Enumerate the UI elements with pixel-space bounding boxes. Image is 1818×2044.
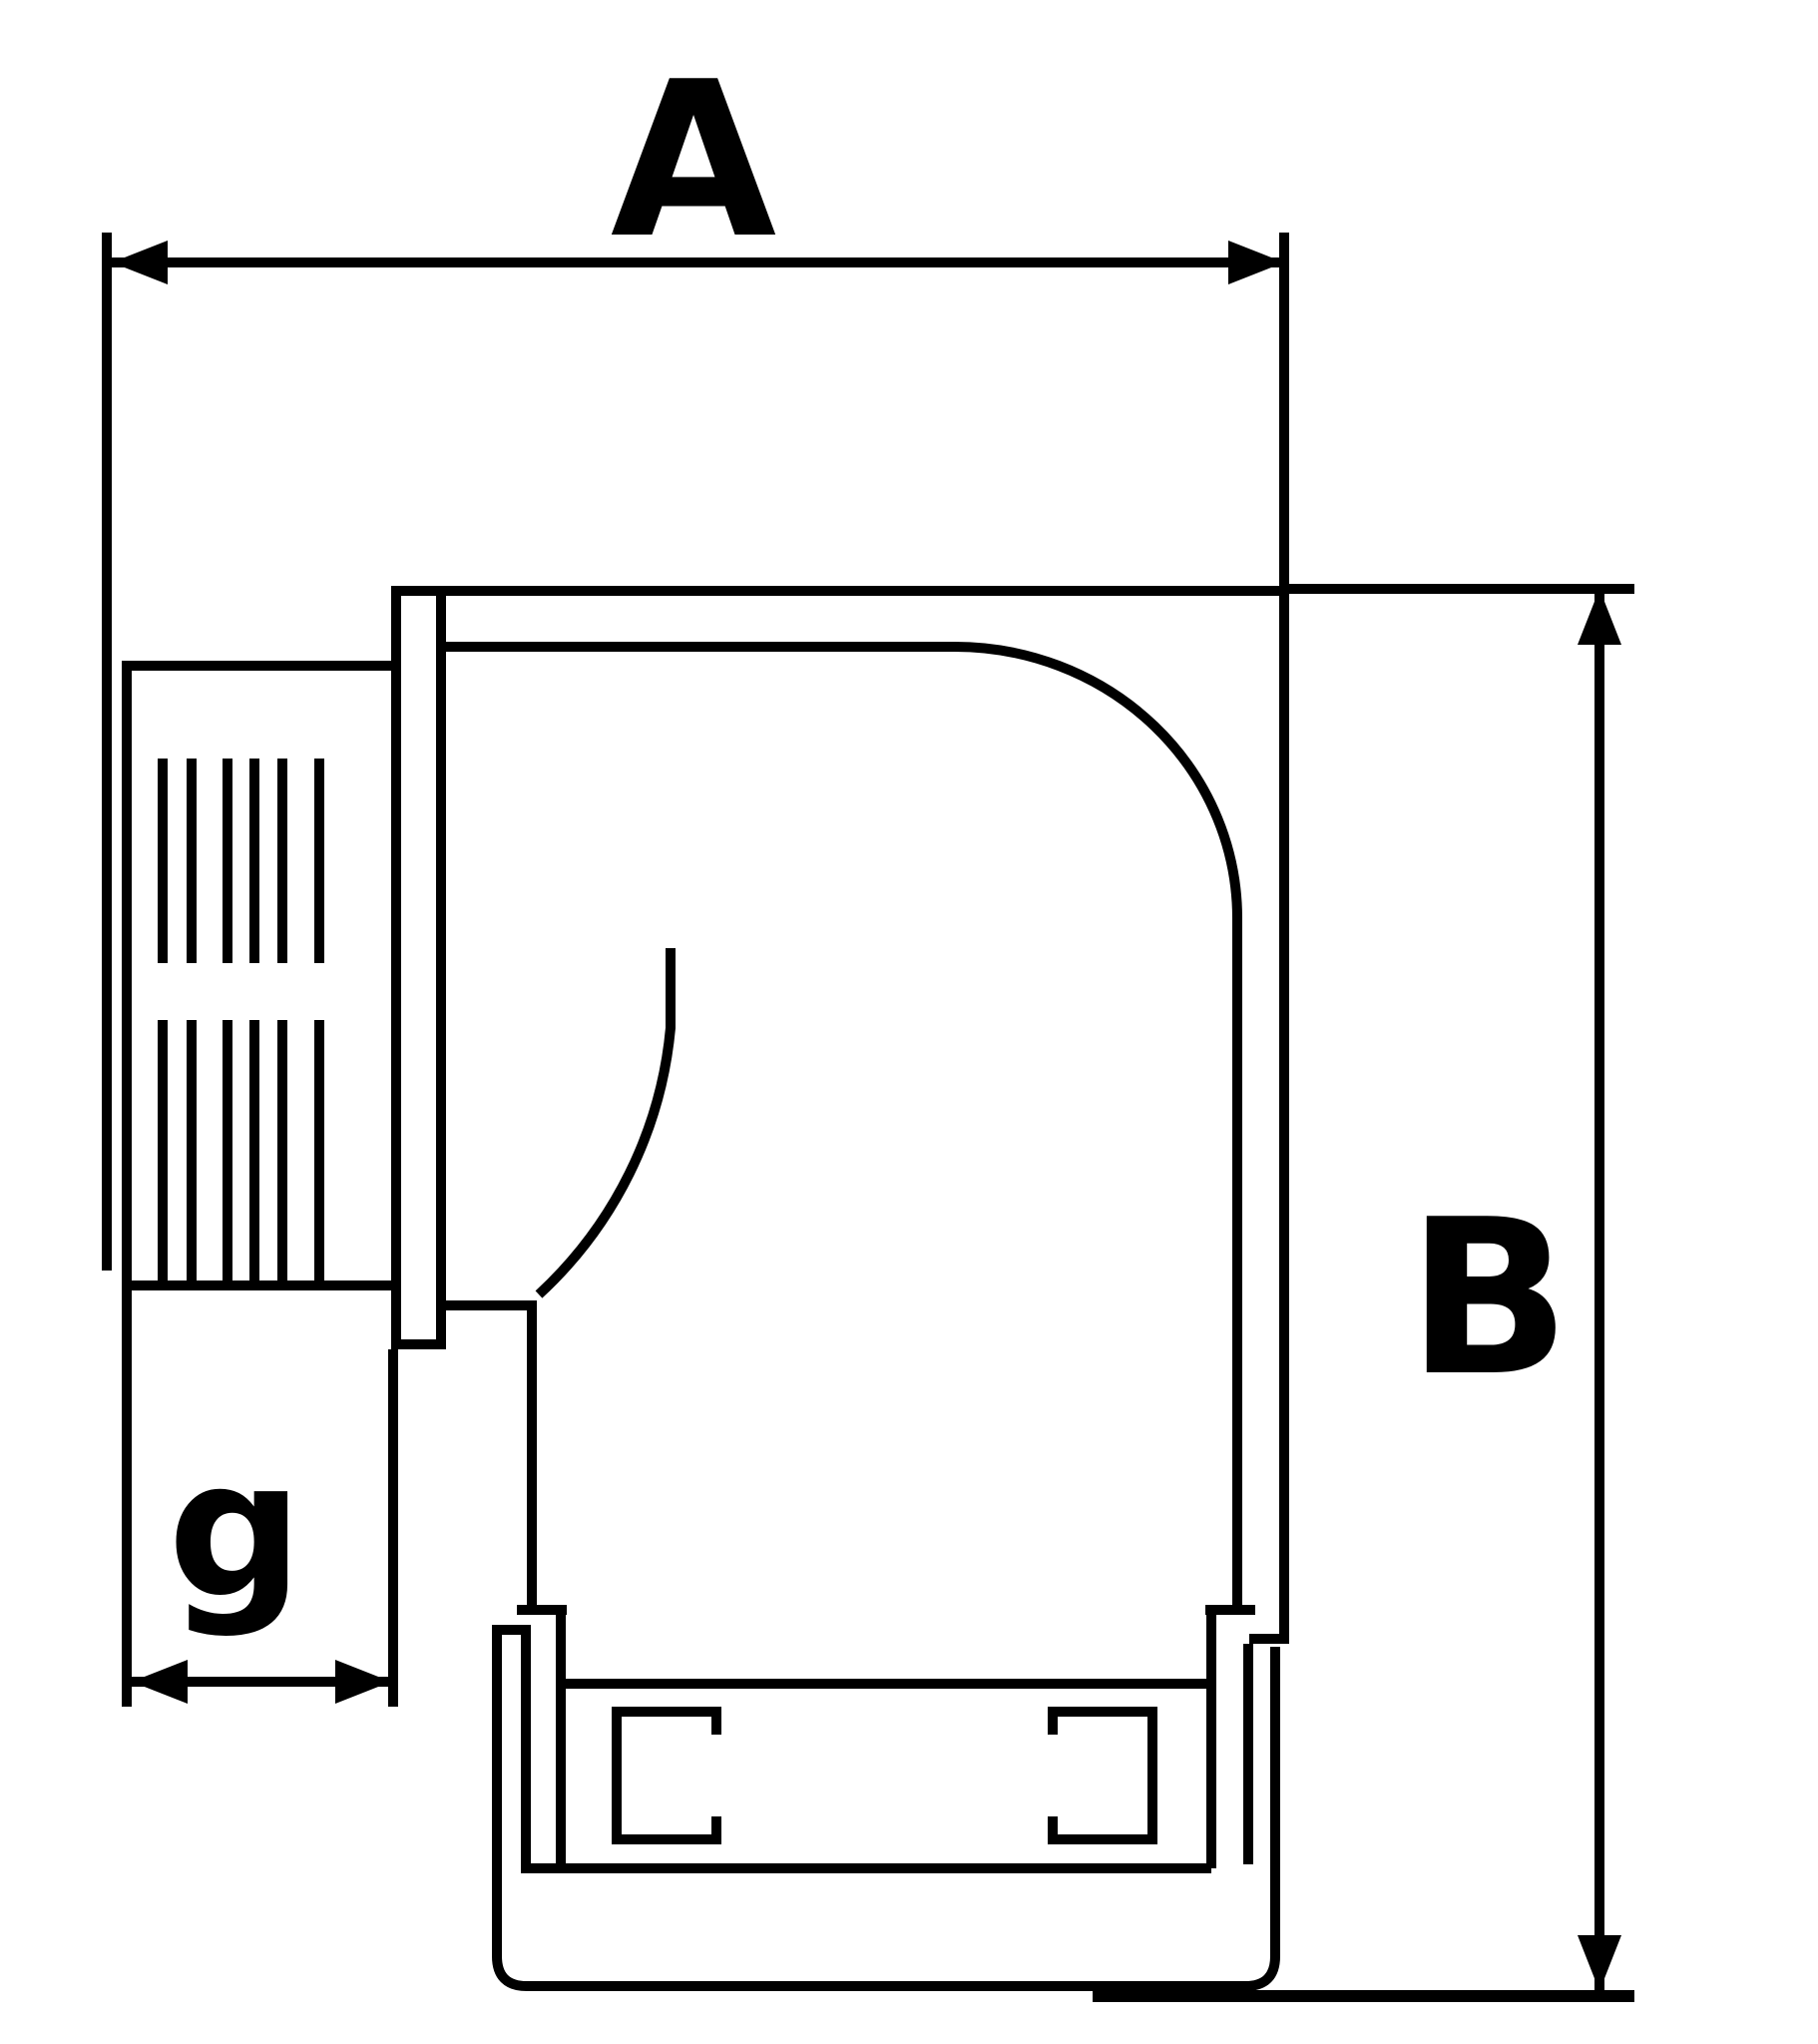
arrow-right-icon — [1228, 241, 1284, 284]
dimension-b-label: B — [1407, 1173, 1571, 1423]
bore-outer-arc — [954, 642, 1242, 919]
dimension-a-label: A — [611, 35, 776, 285]
body-outline — [391, 233, 1289, 1639]
arrow-left-icon — [132, 1660, 188, 1704]
arrow-right-icon — [335, 1660, 391, 1704]
flange-plate — [391, 591, 446, 1349]
bore-inner-arc — [535, 948, 676, 1298]
bottom-connector — [492, 1605, 1289, 1991]
inner-bore — [441, 642, 1242, 1609]
dimension-g-label: g — [168, 1419, 303, 1640]
arrow-up-icon — [1578, 589, 1621, 645]
dimension-g: g — [132, 1349, 398, 1707]
connector-skirt — [492, 1630, 1280, 1991]
slot-right-bracket — [1048, 1707, 1157, 1844]
dimension-b: B — [1093, 584, 1634, 2002]
slot-left-bracket — [612, 1707, 721, 1844]
threaded-spigot — [122, 661, 391, 1707]
arrow-left-icon — [112, 241, 168, 284]
arrow-down-icon — [1578, 1935, 1621, 1991]
dimension-a: A — [102, 35, 1284, 1271]
thread-hatching — [158, 759, 324, 1280]
